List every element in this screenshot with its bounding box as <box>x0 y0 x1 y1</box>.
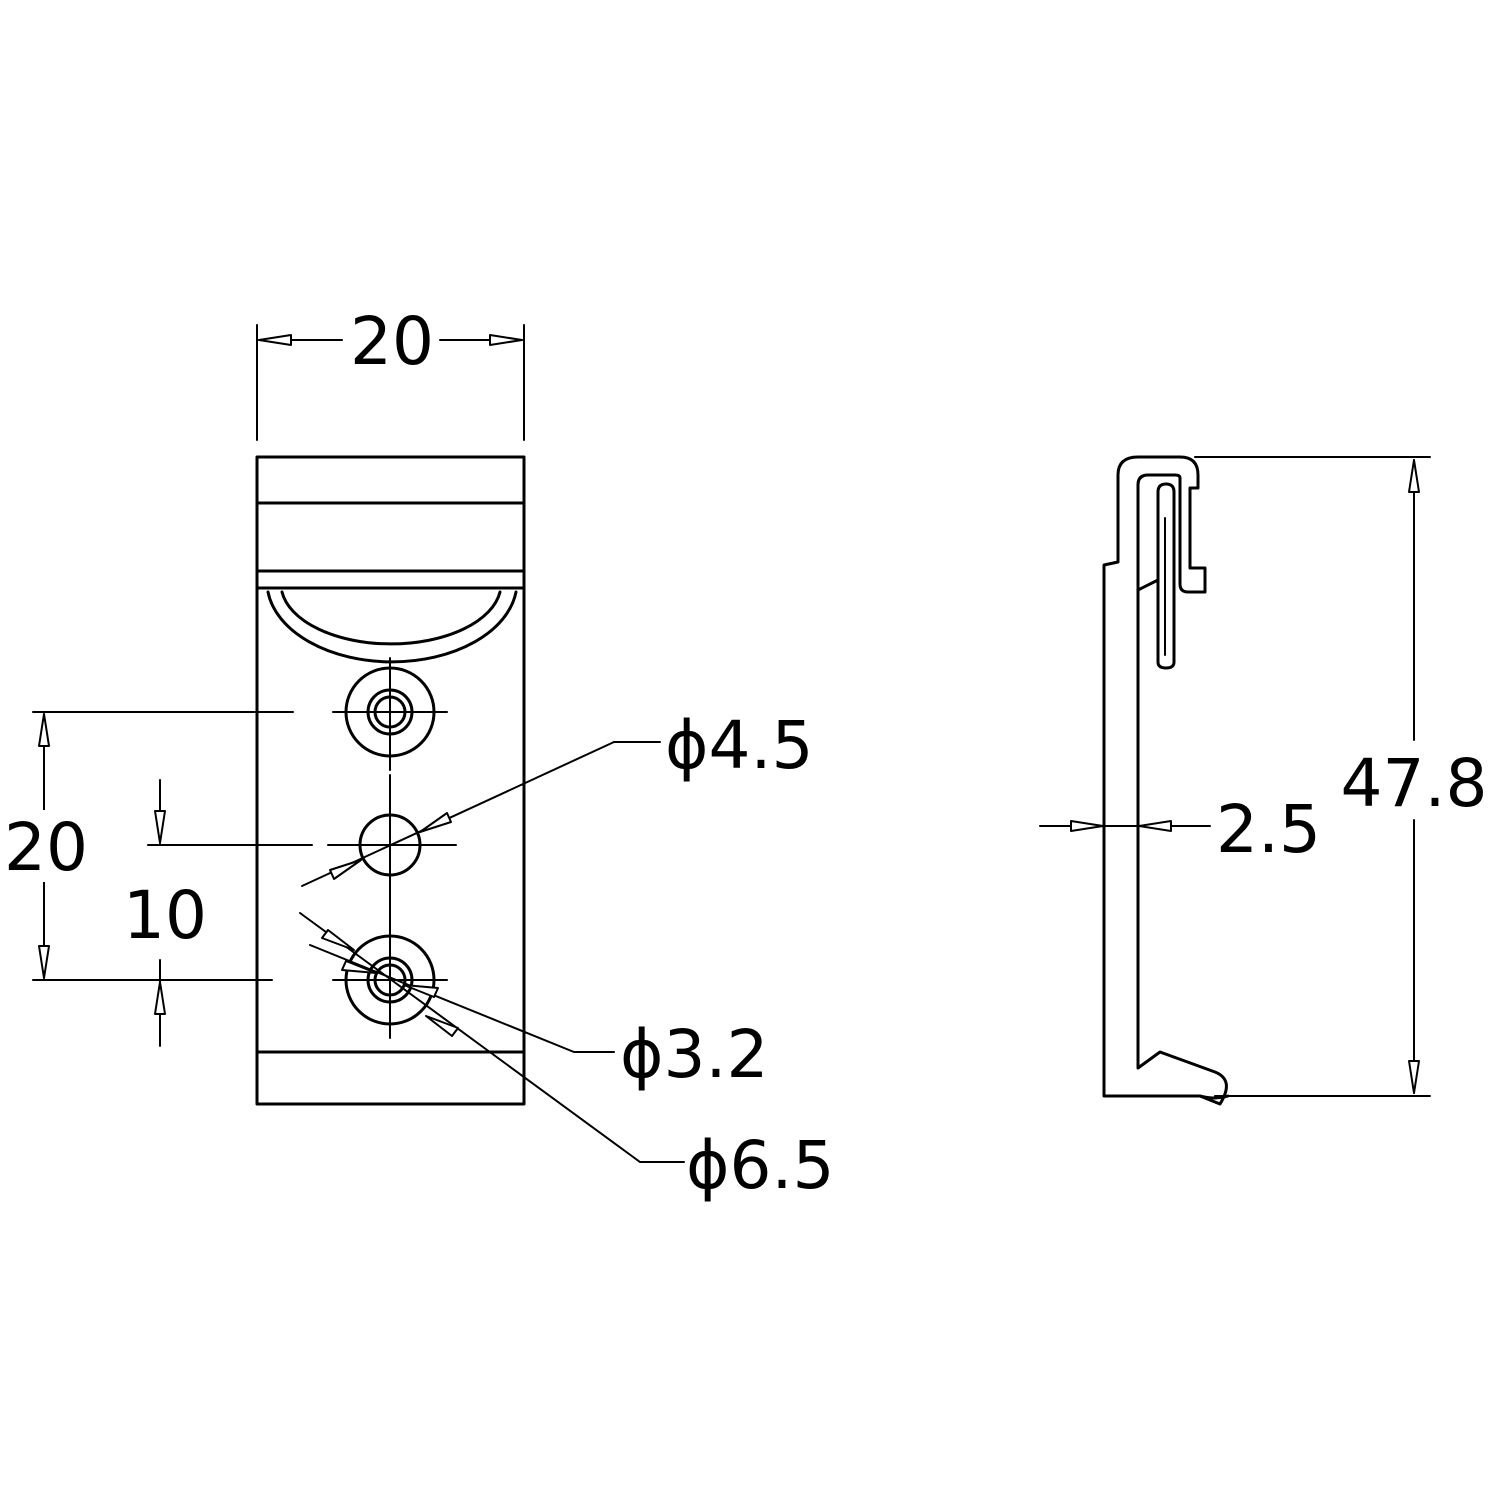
counterbore-hole-top <box>332 657 448 771</box>
label-dia-3-2: ϕ3.2 <box>620 1016 769 1093</box>
dim-offset: 10 <box>123 779 313 1047</box>
side-profile-outer <box>1102 455 1228 1106</box>
leader-dia-4-5: ϕ4.5 <box>301 707 814 887</box>
label-side-thickness: 2.5 <box>1216 791 1321 868</box>
side-view <box>1102 455 1230 1106</box>
label-side-height: 47.8 <box>1341 745 1488 822</box>
label-front-width: 20 <box>350 303 434 380</box>
label-hole-spacing: 20 <box>4 809 88 886</box>
recess-outer-arc <box>266 590 518 664</box>
recess-inner-arc <box>280 590 502 646</box>
side-step-line <box>1136 578 1160 592</box>
leader-dia-6-5: ϕ6.5 <box>299 912 835 1204</box>
label-dia-6-5: ϕ6.5 <box>686 1127 835 1204</box>
dim-front-width: 20 <box>256 303 525 441</box>
label-dia-4-5: ϕ4.5 <box>665 707 814 784</box>
leader-dia-3-2: ϕ3.2 <box>309 944 769 1093</box>
side-slot <box>1156 482 1176 670</box>
label-offset: 10 <box>123 877 207 954</box>
front-outline <box>255 455 526 1106</box>
front-view <box>255 455 526 1106</box>
dim-side-thickness: 2.5 <box>1039 791 1321 868</box>
dim-hole-spacing: 20 <box>4 711 294 981</box>
dim-side-height: 47.8 <box>1194 456 1488 1097</box>
